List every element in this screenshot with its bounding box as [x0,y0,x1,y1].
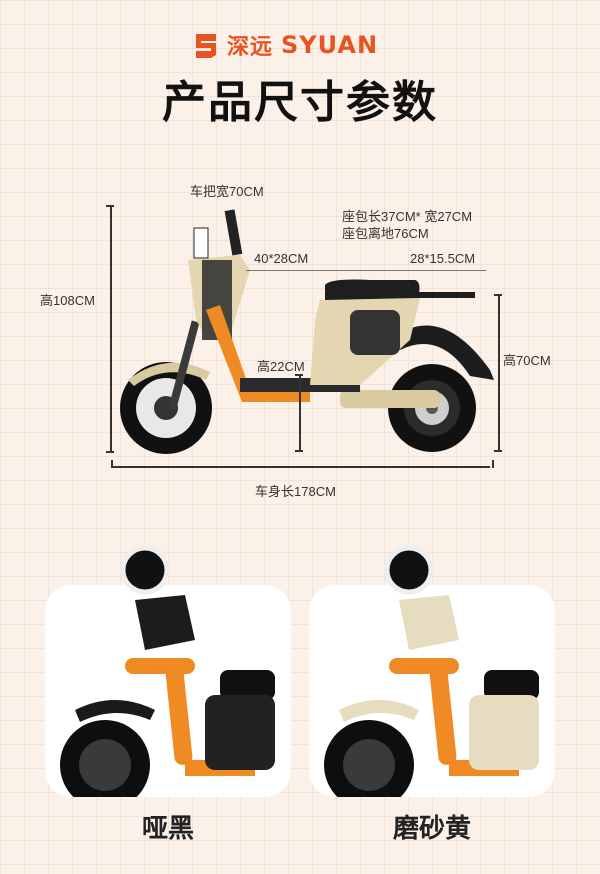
height-tick-bottom [106,451,114,453]
rear-rack-label: 28*15.5CM [410,251,476,266]
scooter-black-image [60,545,275,797]
total-height-label: 高108CM [40,293,95,308]
rear-height-label: 高70CM [503,353,551,368]
clearance-tick-top [295,374,303,376]
scooter-yellow-image [324,545,539,797]
height-tick-top [106,205,114,207]
color-label-yellow: 磨砂黄 [392,814,471,844]
clearance-tick-bottom [295,450,303,452]
length-line [112,466,490,468]
body-length-label: 车身长178CM [255,484,336,499]
brand-name-en: SYUAN [281,31,379,59]
seat-bag-size-label: 座包长37CM* 宽27CM [342,209,473,224]
s-logo-icon [196,34,216,58]
height-line [110,206,112,452]
handlebar-width-label: 车把宽70CM [190,184,264,199]
length-tick-left [111,460,113,468]
color-card-yellow[interactable] [309,545,555,797]
color-label-black: 哑黑 [141,814,194,844]
page-title: 产品尺寸参数 [162,77,438,128]
rear-height-tick-bottom [494,450,502,452]
rear-height-tick-top [494,294,502,296]
scooter-side-view-image [120,209,494,454]
brand-logo: 深远 SYUAN [193,28,378,62]
seat-height-label: 座包离地76CM [342,226,429,241]
rear-height-line [498,295,500,451]
storage-line [246,270,486,271]
front-storage-label: 40*28CM [254,251,309,266]
ground-clearance-label: 高22CM [257,359,305,374]
brand-name-cn: 深远 [227,34,274,59]
length-tick-right [492,460,494,468]
clearance-line [299,375,301,451]
color-card-black[interactable] [45,545,291,797]
